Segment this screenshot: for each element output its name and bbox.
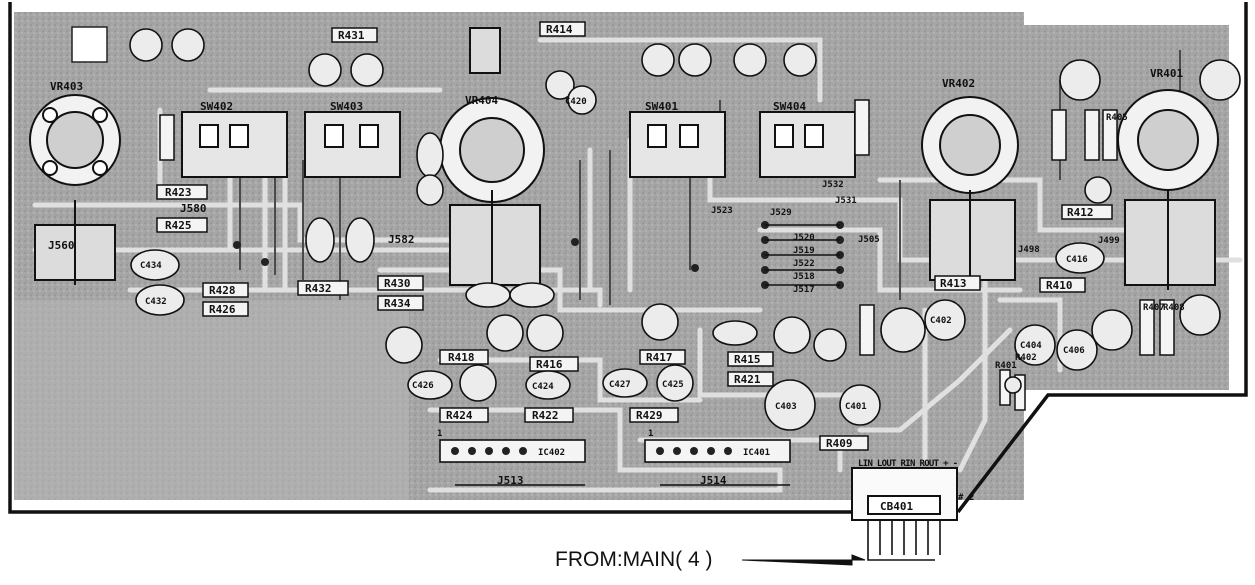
label-j505: J505 [858,235,880,245]
label-c406: C406 [1063,346,1085,356]
label-r412: R412 [1067,206,1094,219]
label-r424: R424 [446,409,473,422]
cb401-connector [851,467,958,561]
label-r410: R410 [1046,279,1073,292]
pad-square [71,26,108,63]
label-board-marker: # 2 [958,493,974,503]
vr402-pot [921,96,1019,285]
label-r417: R417 [646,351,673,364]
label-r432: R432 [305,282,332,295]
ic-footprints [439,439,791,463]
label-j499: J499 [1098,236,1120,246]
capacitors [129,28,1241,431]
label-r415: R415 [734,353,761,366]
sw403-body [304,111,401,178]
label-c424: C424 [532,382,554,392]
label-c403: C403 [775,402,797,412]
label-j531: J531 [835,196,857,206]
resistors [156,21,1175,451]
label-j520: J520 [793,233,815,243]
label-r405: R405 [1106,113,1128,123]
label-c432: C432 [145,297,167,307]
label-vr401: VR401 [1150,67,1183,80]
switches [181,111,856,178]
label-r413: R413 [940,277,967,290]
label-sw402: SW402 [200,100,233,113]
label-r428: R428 [209,284,236,297]
label-sw401: SW401 [645,100,678,113]
label-r434: R434 [384,297,411,310]
label-r401: R401 [995,361,1017,371]
label-c426: C426 [412,381,434,391]
label-vr402: VR402 [942,77,975,90]
vr401-pot [1117,89,1219,290]
label-r402: R402 [1015,353,1037,363]
label-c404: C404 [1020,341,1042,351]
label-j582: J582 [388,233,415,246]
label-j519: J519 [793,246,815,256]
label-r416: R416 [536,358,563,371]
label-r414: R414 [546,23,573,36]
label-j513: J513 [497,474,524,487]
label-vr404: VR404 [465,94,498,107]
jumpers [455,224,840,486]
label-r421: R421 [734,373,761,386]
label-cb401: CB401 [880,500,913,513]
label-r408: R408 [1163,303,1185,313]
label-ic401: IC401 [743,448,770,458]
from-arrow [741,554,866,566]
label-c425: C425 [662,380,684,390]
component-labels: VR403 VR404 VR402 VR401 SW402 SW403 SW40… [48,23,1185,513]
label-r407: R407 [1143,303,1165,313]
label-r429: R429 [636,409,663,422]
board-outline [8,2,1248,514]
label-j498: J498 [1018,245,1040,255]
label-pin1: 1 [437,429,442,439]
label-j522: J522 [793,259,815,269]
label-sw403: SW403 [330,100,363,113]
label-r430: R430 [384,277,411,290]
label-vr403: VR403 [50,80,83,93]
label-connector-pins: LIN LOUT RIN ROUT + - [858,459,958,469]
label-ic402: IC402 [538,448,565,458]
label-c416: C416 [1066,255,1088,265]
label-r422: R422 [532,409,559,422]
from-main-label: FROM:MAIN( 4 ) [555,548,713,571]
label-j518: J518 [793,272,815,282]
label-j523: J523 [711,206,733,216]
label-r409: R409 [826,437,853,450]
label-j514: J514 [700,474,727,487]
label-j517: J517 [793,285,815,295]
label-r418: R418 [448,351,475,364]
label-r423: R423 [165,186,192,199]
label-pin1b: 1 [648,429,653,439]
label-r426: R426 [209,303,236,316]
label-r431: R431 [338,29,365,42]
label-sw404: SW404 [773,100,806,113]
label-c434: C434 [140,261,162,271]
label-j560: J560 [48,239,75,252]
label-c401: C401 [845,402,867,412]
label-j580: J580 [180,202,207,215]
sw401-body [629,111,726,178]
label-c427: C427 [609,380,631,390]
label-j529: J529 [770,208,792,218]
label-j532: J532 [822,180,844,190]
vr403-pot [29,94,121,285]
label-c402: C402 [930,316,952,326]
label-r425: R425 [165,219,192,232]
label-c420: C420 [565,97,587,107]
